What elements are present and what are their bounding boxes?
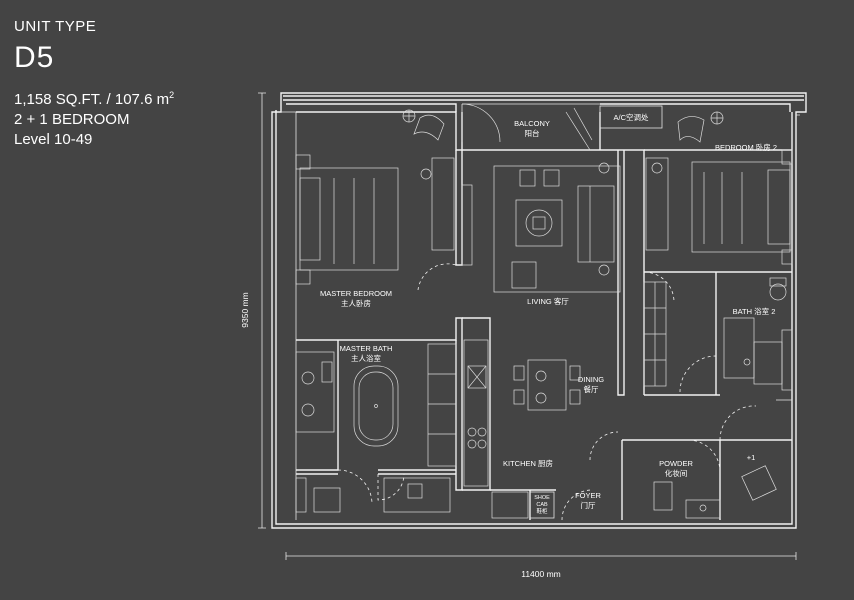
label-bedroom2: BEDROOM 卧房 2 (715, 142, 777, 152)
unit-info: UNIT TYPE D5 1,158 SQ.FT. / 107.6 m2 2 +… (14, 18, 174, 150)
unit-levels: Level 10-49 (14, 131, 93, 148)
label-dining-zh: 餐厅 (584, 385, 599, 394)
unit-type-label: UNIT TYPE (14, 18, 97, 35)
foyer-powder-fixtures (529, 399, 793, 521)
unit-area-text: 1,158 SQ.FT. / 107.6 m (14, 91, 170, 108)
master-bedroom-furniture (295, 109, 457, 291)
label-kitchen: KITCHEN 厨房 (503, 458, 553, 468)
unit-area-superscript: 2 (169, 90, 175, 100)
label-master-bath: MASTER BATH (340, 344, 393, 353)
unit-bedrooms: 2 + 1 BEDROOM (14, 111, 130, 128)
bedroom2-furniture (643, 111, 793, 303)
dining-furniture (513, 359, 581, 411)
label-powder: POWDER (659, 459, 693, 468)
wardrobe-column (643, 281, 667, 387)
label-shoe-cab-2: CAB (536, 502, 548, 508)
dimension-height: 9350 mm (240, 292, 250, 327)
unit-area: 1,158 SQ.FT. / 107.6 m2 (14, 85, 174, 110)
kitchen-fixtures (463, 339, 529, 519)
bath2-fixtures (679, 277, 793, 393)
label-master-bath-zh: 主人浴室 (351, 353, 381, 363)
label-powder-zh: 化妆间 (665, 468, 688, 478)
dimension-lines (258, 92, 797, 560)
label-balcony: BALCONY (514, 119, 550, 128)
master-bath-fixtures (295, 343, 457, 513)
unit-code: D5 (14, 41, 55, 74)
balcony-area (461, 103, 663, 151)
dimension-width: 11400 mm (521, 569, 561, 579)
label-shoe-cab-zh: 鞋柜 (536, 507, 548, 515)
label-bath2: BATH 浴室 2 (733, 306, 776, 316)
label-dining: DINING (578, 375, 604, 384)
label-shoe-cab-1: SHOE (534, 495, 550, 501)
label-ac: A/C空调处 (613, 112, 649, 122)
label-master-bedroom-zh: 主人卧房 (341, 298, 371, 308)
label-foyer: FOYER (575, 491, 601, 500)
label-living: LIVING 客厅 (527, 296, 569, 306)
label-plus-one: +1 (747, 453, 756, 462)
living-furniture (461, 162, 621, 293)
label-foyer-zh: 门厅 (581, 501, 596, 510)
label-balcony-zh: 阳台 (525, 128, 540, 138)
label-master-bedroom: MASTER BEDROOM (320, 289, 392, 298)
